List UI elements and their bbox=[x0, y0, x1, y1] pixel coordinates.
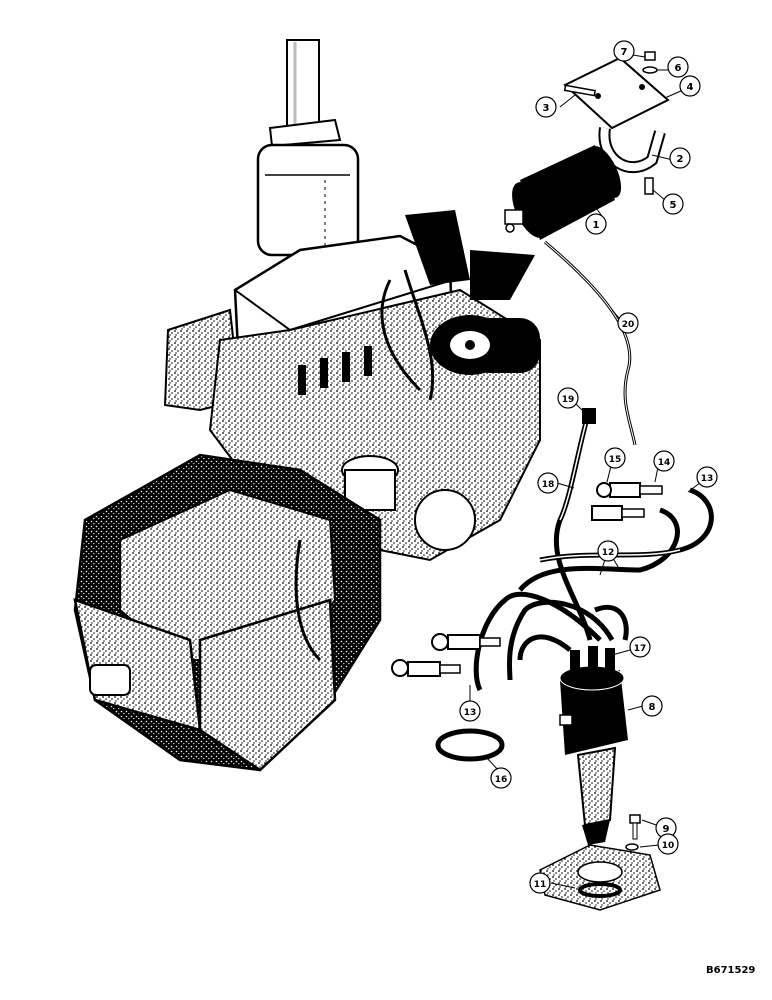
callout-7: 7 bbox=[613, 40, 635, 62]
callout-4: 4 bbox=[679, 75, 701, 97]
ignition-coil bbox=[504, 145, 622, 240]
callout-8: 8 bbox=[641, 695, 663, 717]
svg-text:14: 14 bbox=[658, 458, 671, 468]
distributor-gasket bbox=[435, 728, 505, 762]
svg-text:6: 6 bbox=[675, 63, 682, 74]
o-ring bbox=[578, 882, 622, 898]
svg-text:13: 13 bbox=[464, 708, 477, 718]
callouts: 1 2 3 4 5 6 7 8 9 10 11 12 13 13 14 15 1… bbox=[459, 40, 718, 894]
bolt-3 bbox=[563, 84, 596, 97]
svg-text:17: 17 bbox=[634, 644, 647, 654]
transmission-housing bbox=[73, 453, 382, 772]
callout-5: 5 bbox=[662, 193, 684, 215]
fan-blade bbox=[470, 250, 535, 300]
callout-17: 17 bbox=[629, 636, 651, 658]
callout-20: 20 bbox=[617, 312, 639, 334]
bolt-9 bbox=[629, 814, 641, 840]
svg-text:7: 7 bbox=[621, 47, 628, 58]
callout-16: 16 bbox=[490, 767, 512, 789]
lock-washer-10 bbox=[625, 843, 639, 851]
svg-text:19: 19 bbox=[562, 395, 575, 405]
svg-text:8: 8 bbox=[649, 702, 656, 713]
engine-wiring bbox=[294, 269, 435, 662]
callout-10: 10 bbox=[657, 833, 679, 855]
callout-1: 1 bbox=[585, 213, 607, 235]
bolt-5 bbox=[644, 177, 654, 195]
callout-6: 6 bbox=[667, 56, 689, 78]
fan-blade bbox=[405, 210, 470, 285]
callout-13-lower: 13 bbox=[459, 700, 481, 722]
svg-text:3: 3 bbox=[543, 103, 550, 114]
coil-clamp bbox=[598, 127, 666, 174]
nut-7 bbox=[644, 51, 656, 61]
drawing-reference-number: B671529 bbox=[706, 965, 755, 976]
callout-14: 14 bbox=[653, 450, 675, 472]
svg-text:5: 5 bbox=[670, 200, 677, 211]
callout-2: 2 bbox=[669, 147, 691, 169]
svg-text:12: 12 bbox=[602, 548, 615, 558]
svg-text:9: 9 bbox=[663, 824, 670, 835]
generator bbox=[430, 315, 540, 375]
callout-19: 19 bbox=[557, 387, 579, 409]
air-cleaner bbox=[256, 39, 360, 257]
svg-text:18: 18 bbox=[542, 480, 555, 490]
svg-text:2: 2 bbox=[677, 154, 684, 165]
ignition-coil-assembly bbox=[504, 51, 670, 240]
callout-12: 12 bbox=[597, 540, 619, 562]
svg-text:15: 15 bbox=[609, 455, 622, 465]
distributor bbox=[559, 646, 628, 845]
callout-13-upper: 13 bbox=[696, 466, 718, 488]
svg-text:4: 4 bbox=[687, 82, 694, 93]
fuel-pump bbox=[341, 455, 399, 511]
svg-text:20: 20 bbox=[622, 320, 635, 330]
coil-mounting-bracket bbox=[563, 56, 670, 130]
callout-18: 18 bbox=[537, 472, 559, 494]
spark-plug-connectors-upper bbox=[591, 482, 663, 521]
svg-text:1: 1 bbox=[593, 220, 600, 231]
spark-plug-connectors-lower bbox=[391, 633, 501, 677]
callout-11: 11 bbox=[529, 872, 551, 894]
callout-3: 3 bbox=[535, 96, 557, 118]
engine-assembly bbox=[73, 39, 541, 772]
washer-6 bbox=[642, 66, 658, 74]
svg-text:13: 13 bbox=[701, 474, 714, 484]
valve-ports bbox=[298, 346, 372, 395]
callout-15: 15 bbox=[604, 447, 626, 469]
distributor-mounting-plate bbox=[539, 844, 661, 911]
svg-text:11: 11 bbox=[534, 880, 547, 890]
distributor-primary-wire bbox=[582, 408, 596, 424]
svg-text:10: 10 bbox=[662, 841, 675, 851]
front-cover bbox=[414, 489, 476, 551]
svg-text:16: 16 bbox=[495, 775, 508, 785]
